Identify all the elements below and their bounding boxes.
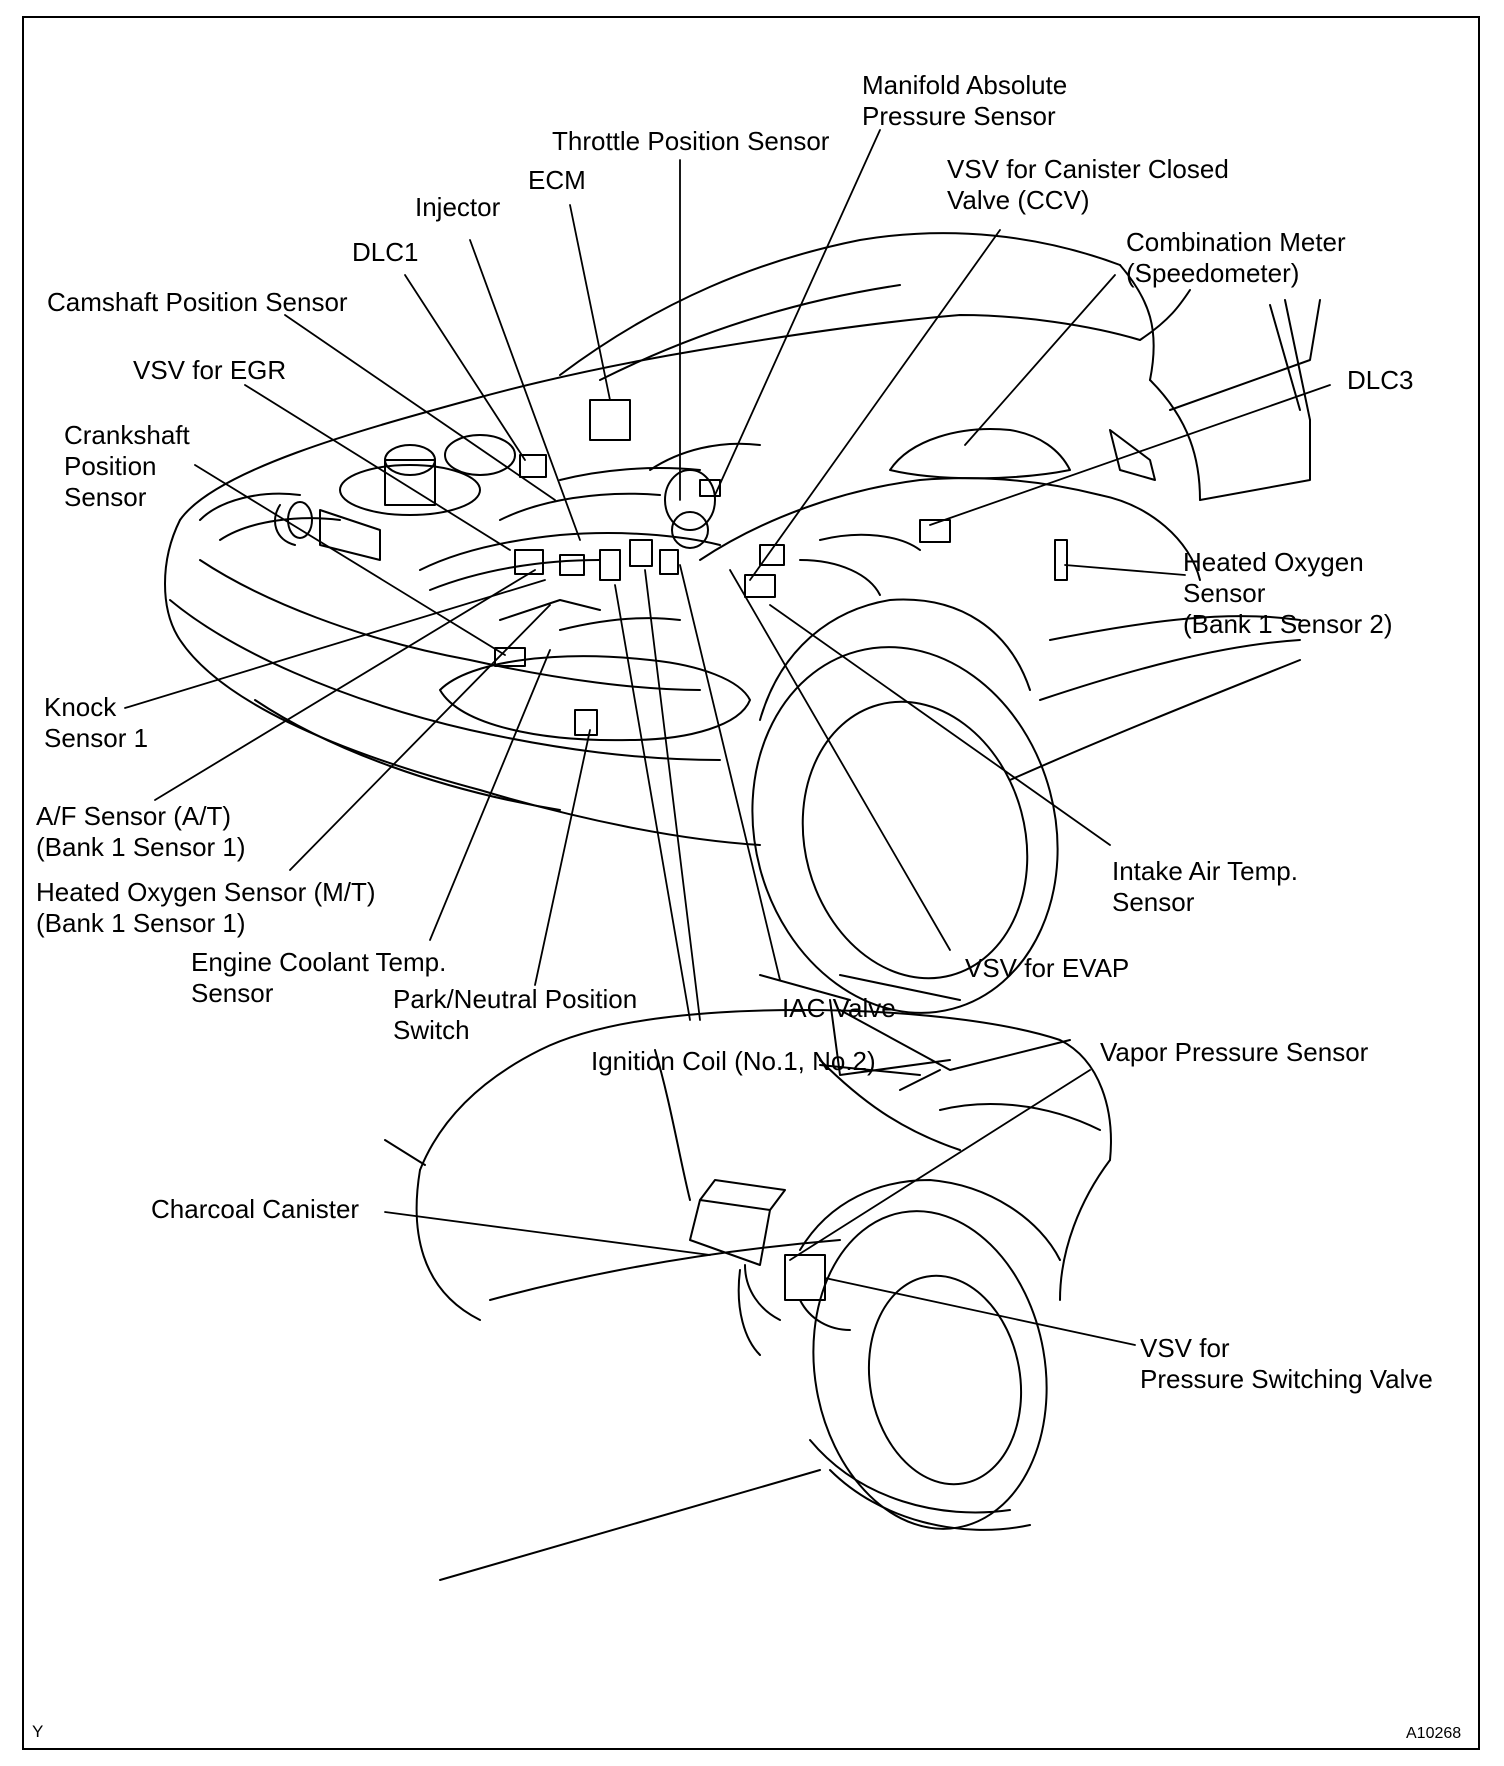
upper-car-outline	[164, 232, 1321, 1014]
leader-af-sensor	[154, 569, 536, 801]
leader-engine-coolant-temp-sensor	[429, 649, 551, 941]
label-ecm: ECM	[528, 165, 586, 195]
label-knock-sensor-1: Knock Sensor 1	[44, 692, 149, 753]
leader-combination-meter	[964, 274, 1116, 446]
leader-heated-oxygen-sensor-b1s2	[1064, 564, 1186, 576]
leader-lines	[124, 129, 1331, 1346]
leader-injector	[469, 239, 581, 541]
label-vsv-pressure-switching-valve: VSV for Pressure Switching Valve	[1140, 1333, 1433, 1394]
label-park-neutral-switch: Park/Neutral Position Switch	[393, 984, 638, 1045]
leader-map-sensor	[714, 129, 881, 496]
leader-dlc3	[929, 384, 1331, 526]
label-injector: Injector	[415, 192, 501, 222]
leader-dlc1	[404, 274, 526, 461]
label-vapor-pressure-sensor: Vapor Pressure Sensor	[1100, 1037, 1369, 1067]
label-combination-meter: Combination Meter (Speedometer)	[1126, 227, 1346, 288]
leader-ignition-coil-a	[614, 584, 691, 1021]
leader-vsv-evap	[729, 569, 951, 951]
leader-heated-oxygen-sensor-mt	[289, 604, 551, 871]
leader-crankshaft-position-sensor	[194, 464, 506, 656]
leader-charcoal-canister	[384, 1211, 711, 1256]
leader-intake-air-temp-sensor	[769, 604, 1111, 846]
label-vsv-evap: VSV for EVAP	[965, 953, 1130, 983]
leader-park-neutral-switch	[534, 729, 591, 986]
leader-ignition-coil-b	[644, 569, 701, 1021]
label-throttle-position-sensor: Throttle Position Sensor	[552, 126, 830, 156]
corner-mark-left: Y	[32, 1722, 44, 1741]
label-vsv-egr: VSV for EGR	[133, 355, 287, 385]
leader-vsv-pressure-switching-valve	[824, 1277, 1136, 1346]
label-dlc1: DLC1	[352, 237, 419, 267]
label-heated-oxygen-sensor-mt: Heated Oxygen Sensor (M/T) (Bank 1 Senso…	[36, 877, 376, 938]
leader-vsv-ccv	[749, 229, 1001, 581]
label-engine-coolant-temp-sensor: Engine Coolant Temp. Sensor	[191, 947, 447, 1008]
label-heated-oxygen-sensor-b1s2: Heated Oxygen Sensor (Bank 1 Sensor 2)	[1183, 547, 1393, 639]
label-charcoal-canister: Charcoal Canister	[151, 1194, 360, 1224]
leader-vsv-egr	[244, 384, 511, 551]
leader-ecm	[569, 204, 611, 401]
label-iac-valve: IAC Valve	[782, 993, 896, 1023]
label-dlc3: DLC3	[1347, 365, 1414, 395]
label-camshaft-position-sensor: Camshaft Position Sensor	[47, 287, 348, 317]
label-crankshaft-position-sensor: Crankshaft Position Sensor	[64, 420, 190, 512]
engine-bay-detail	[274, 399, 1068, 736]
figure-code: A10268	[1406, 1725, 1462, 1742]
label-ignition-coil: Ignition Coil (No.1, No.2)	[591, 1046, 876, 1076]
label-map-sensor: Manifold Absolute Pressure Sensor	[862, 70, 1068, 131]
label-af-sensor: A/F Sensor (A/T) (Bank 1 Sensor 1)	[36, 801, 246, 862]
leader-iac-valve	[679, 564, 781, 981]
label-intake-air-temp-sensor: Intake Air Temp. Sensor	[1112, 856, 1298, 917]
diagram-frame	[22, 16, 1480, 1750]
leader-knock-sensor-1	[124, 579, 546, 709]
leader-camshaft-position-sensor	[284, 314, 556, 501]
lower-car-outline	[384, 974, 1112, 1581]
label-vsv-ccv: VSV for Canister Closed Valve (CCV)	[947, 154, 1229, 215]
leader-vapor-pressure-sensor	[789, 1069, 1091, 1261]
